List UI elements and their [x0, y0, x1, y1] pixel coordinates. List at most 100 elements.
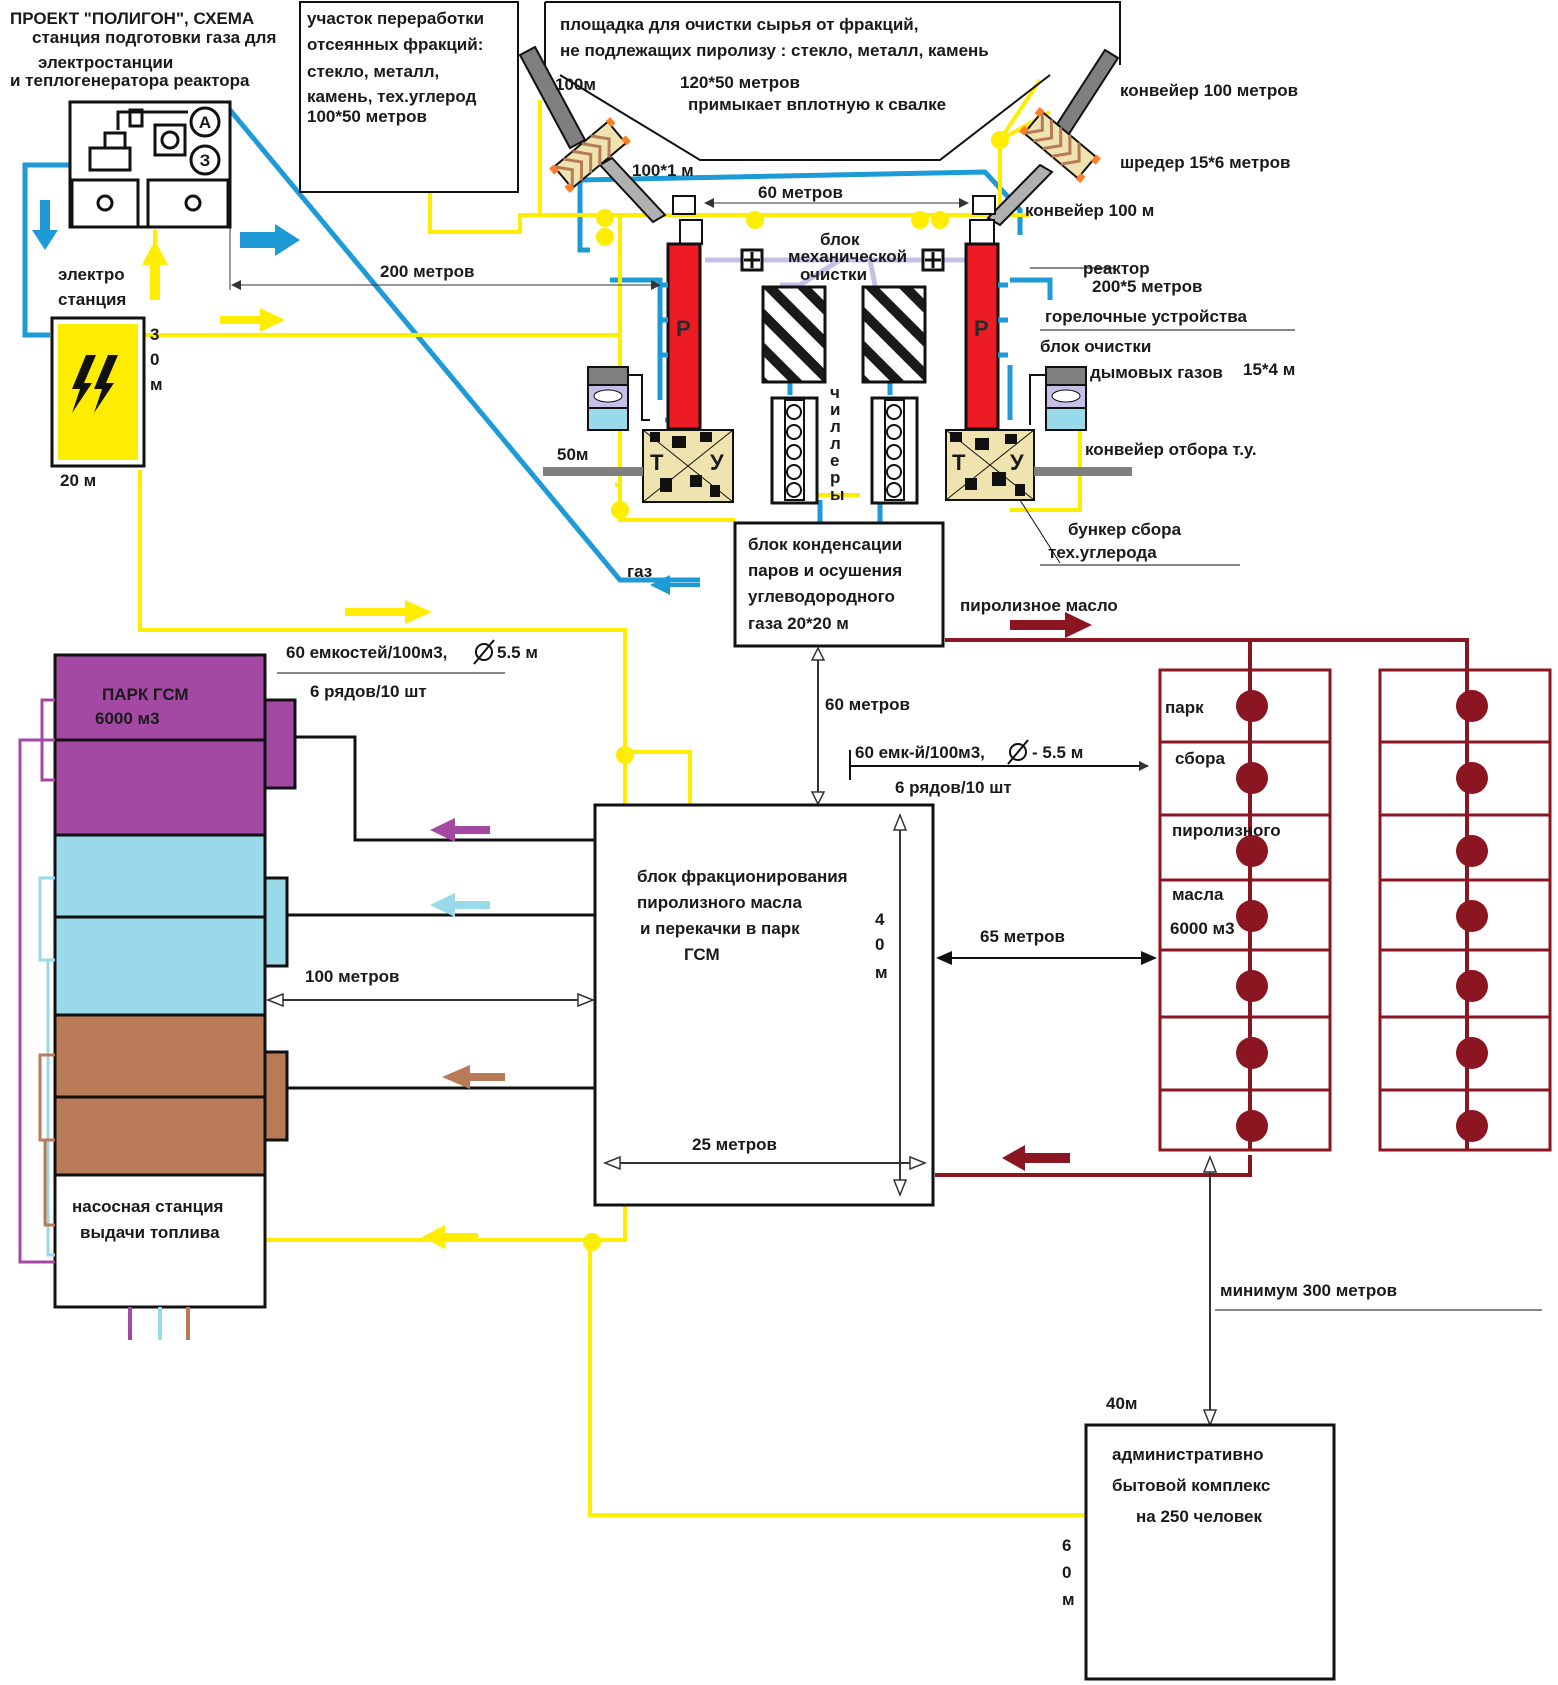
gsm-volume: 6000 м3 — [95, 709, 160, 728]
mech-cleaning-line-3: очистки — [800, 265, 867, 284]
admin-h-1: 6 — [1062, 1536, 1071, 1555]
gas-label: газ — [627, 562, 652, 581]
filter-icon — [740, 248, 945, 272]
tu-right-t: Т — [952, 450, 966, 475]
fraction-line-3: и перекачки в парк — [640, 919, 800, 938]
condensation-line-3: углеводородного — [748, 587, 895, 606]
power-lines — [138, 78, 1095, 1517]
flue-gas-unit-left — [587, 366, 650, 431]
tank-icon — [1456, 690, 1488, 722]
flue-gas-line-2: дымовых газов — [1090, 363, 1223, 382]
gsm-park: ПАРК ГСМ 6000 м3 насосная станция выдачи… — [53, 653, 297, 1309]
cleaning-line-2: не подлежащих пиролизу : стекло, металл,… — [560, 41, 989, 60]
cleaning-size: 120*50 метров — [680, 73, 800, 92]
distance-65-label: 65 метров — [980, 927, 1065, 946]
oil-park — [1158, 668, 1552, 1152]
right-conveyor: конвейер 100 метров шредер 15*6 метров к… — [986, 48, 1298, 227]
admin-line-1: административно — [1112, 1445, 1264, 1464]
reactor-left-letter: Р — [676, 316, 691, 341]
chiller-icon — [770, 396, 919, 505]
cleaning-site: площадка для очистки сырья от фракций, н… — [544, 1, 1121, 161]
tank-icon — [1236, 900, 1268, 932]
shredder-icon-right — [1019, 107, 1101, 183]
tu-unit-left: Т У — [642, 429, 734, 503]
distance-100-label: 100 метров — [305, 967, 399, 986]
reactor-size: 200*5 метров — [1092, 277, 1203, 296]
cleaning-note: примыкает вплотную к свалке — [688, 95, 946, 114]
mech-cleaning: блок механической очистки — [705, 230, 968, 311]
generator-icon — [88, 108, 188, 172]
distance-60-top-label: 60 метров — [758, 183, 843, 202]
tu-left-t: Т — [650, 450, 664, 475]
flue-gas-unit-right — [1029, 366, 1087, 431]
gsm-outlets — [128, 1307, 190, 1340]
admin-line-2: бытовой комплекс — [1112, 1476, 1270, 1495]
tu-right-u: У — [1010, 450, 1024, 475]
admin-h-3: м — [1062, 1590, 1075, 1609]
power-station: электро станция 3 0 м 20 м — [50, 265, 163, 490]
distance-300-label: минимум 300 метров — [1220, 1281, 1397, 1300]
title-line-1: ПРОЕКТ "ПОЛИГОН", СХЕМА — [10, 9, 254, 28]
chillers-char-1: ч — [830, 383, 840, 402]
tu-unit-right: Т У — [945, 429, 1035, 501]
admin-line-3: на 250 человек — [1136, 1507, 1262, 1526]
generator-z-label: З — [200, 151, 211, 170]
chillers-label: ч и л л е р ы — [830, 383, 845, 504]
oil-park-label-4: масла — [1172, 885, 1224, 904]
tank-icon — [1236, 1037, 1268, 1069]
chillers-char-3: л — [830, 417, 841, 436]
right-shredder: шредер 15*6 метров — [1120, 153, 1290, 172]
tank-icon — [1456, 835, 1488, 867]
condensation-line-4: газа 20*20 м — [748, 614, 849, 633]
chillers-char-5: е — [830, 451, 839, 470]
sorting-line-5: 100*50 метров — [307, 107, 427, 126]
tank-icon — [1236, 970, 1268, 1002]
tank-icon — [1456, 1037, 1488, 1069]
mech-cleaning-line-1: блок — [820, 230, 860, 249]
sorting-line-3: стекло, металл, — [307, 62, 439, 81]
admin-width: 40м — [1106, 1394, 1138, 1413]
sorting-line-1: участок переработки — [307, 9, 484, 28]
reactor-right: Р — [964, 195, 1000, 431]
gsm-connections — [287, 735, 595, 1090]
gsm-spec: 60 емкостей/100м3, 5.5 м 6 рядов/10 шт — [277, 639, 538, 701]
distance-100: 100 метров — [265, 967, 596, 1008]
chillers-char-4: л — [830, 434, 841, 453]
fraction-h-1: 4 — [875, 910, 885, 929]
power-station-label-1: электро — [58, 265, 125, 284]
distance-65: 65 метров — [936, 927, 1157, 965]
oil-park-spec: 60 емк-й/100м3, - 5.5 м 6 рядов/10 шт — [849, 739, 1149, 797]
flue-gas-size: 15*4 м — [1243, 360, 1295, 379]
gas-flow-arrows — [32, 200, 700, 595]
reactor-label: реактор — [1083, 259, 1150, 278]
power-station-h-1: 3 — [150, 325, 159, 344]
distance-300: минимум 300 метров — [1202, 1154, 1542, 1428]
tu-conveyor-label: конвейер отбора т.у. — [1085, 440, 1257, 459]
fraction-width: 25 метров — [692, 1135, 777, 1154]
power-station-h-2: 0 — [150, 350, 159, 369]
condensation-block: блок конденсации паров и осушения углево… — [627, 521, 1118, 648]
power-flow-arrows — [142, 240, 478, 1249]
flue-gas-line-1: блок очистки — [1040, 337, 1151, 356]
burner-stubs — [660, 282, 1008, 358]
pump-line-1: насосная станция — [72, 1197, 223, 1216]
tu-left-u: У — [710, 450, 724, 475]
tank-icon — [1236, 835, 1268, 867]
fraction-line-4: ГСМ — [684, 945, 720, 964]
filter-units — [761, 285, 927, 384]
mech-cleaning-line-2: механической — [788, 247, 907, 266]
tank-icon — [1456, 1110, 1488, 1142]
fractionation-block: блок фракционирования пиролизного масла … — [593, 803, 935, 1207]
oil-flow-arrows — [1002, 612, 1092, 1171]
sorting-area: участок переработки отсеянных фракций: с… — [299, 1, 519, 193]
generator-block: А З — [68, 100, 232, 229]
oil-label: пиролизное масло — [960, 596, 1118, 615]
oil-park-label-5: 6000 м3 — [1170, 919, 1235, 938]
admin-complex: административно бытовой комплекс на 250 … — [1062, 1394, 1336, 1681]
distance-60-top: 60 метров — [704, 183, 969, 208]
title-line-3: электростанции — [38, 53, 173, 72]
tank-icon — [1236, 762, 1268, 794]
condensation-line-1: блок конденсации — [748, 535, 902, 554]
oil-lines — [935, 638, 1469, 1177]
oil-spec-label: 60 емк-й/100м3, — [855, 743, 985, 762]
